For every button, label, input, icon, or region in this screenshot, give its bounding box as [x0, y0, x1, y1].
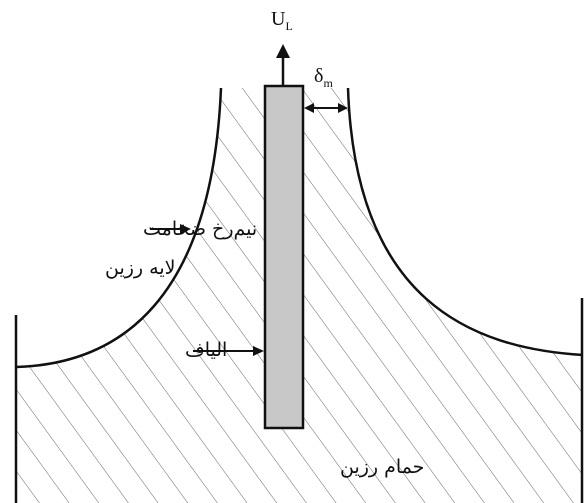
velocity-arrow	[276, 44, 290, 86]
thickness-label: δm	[314, 65, 333, 90]
profile-pointer-arrow	[150, 224, 191, 234]
velocity-label: UL	[271, 8, 293, 33]
bath-label: حمام رزین	[340, 456, 424, 478]
right-meniscus-curve	[346, 87, 584, 357]
fiber-pointer-arrow	[193, 346, 264, 356]
fiber-rod	[263, 84, 305, 430]
thickness-arrow	[304, 103, 348, 113]
profile-label-line1: نیم‌رخ ضخامت	[143, 218, 257, 240]
left-meniscus-curve	[15, 87, 223, 369]
profile-label-line2: لایه رزین	[105, 257, 175, 279]
